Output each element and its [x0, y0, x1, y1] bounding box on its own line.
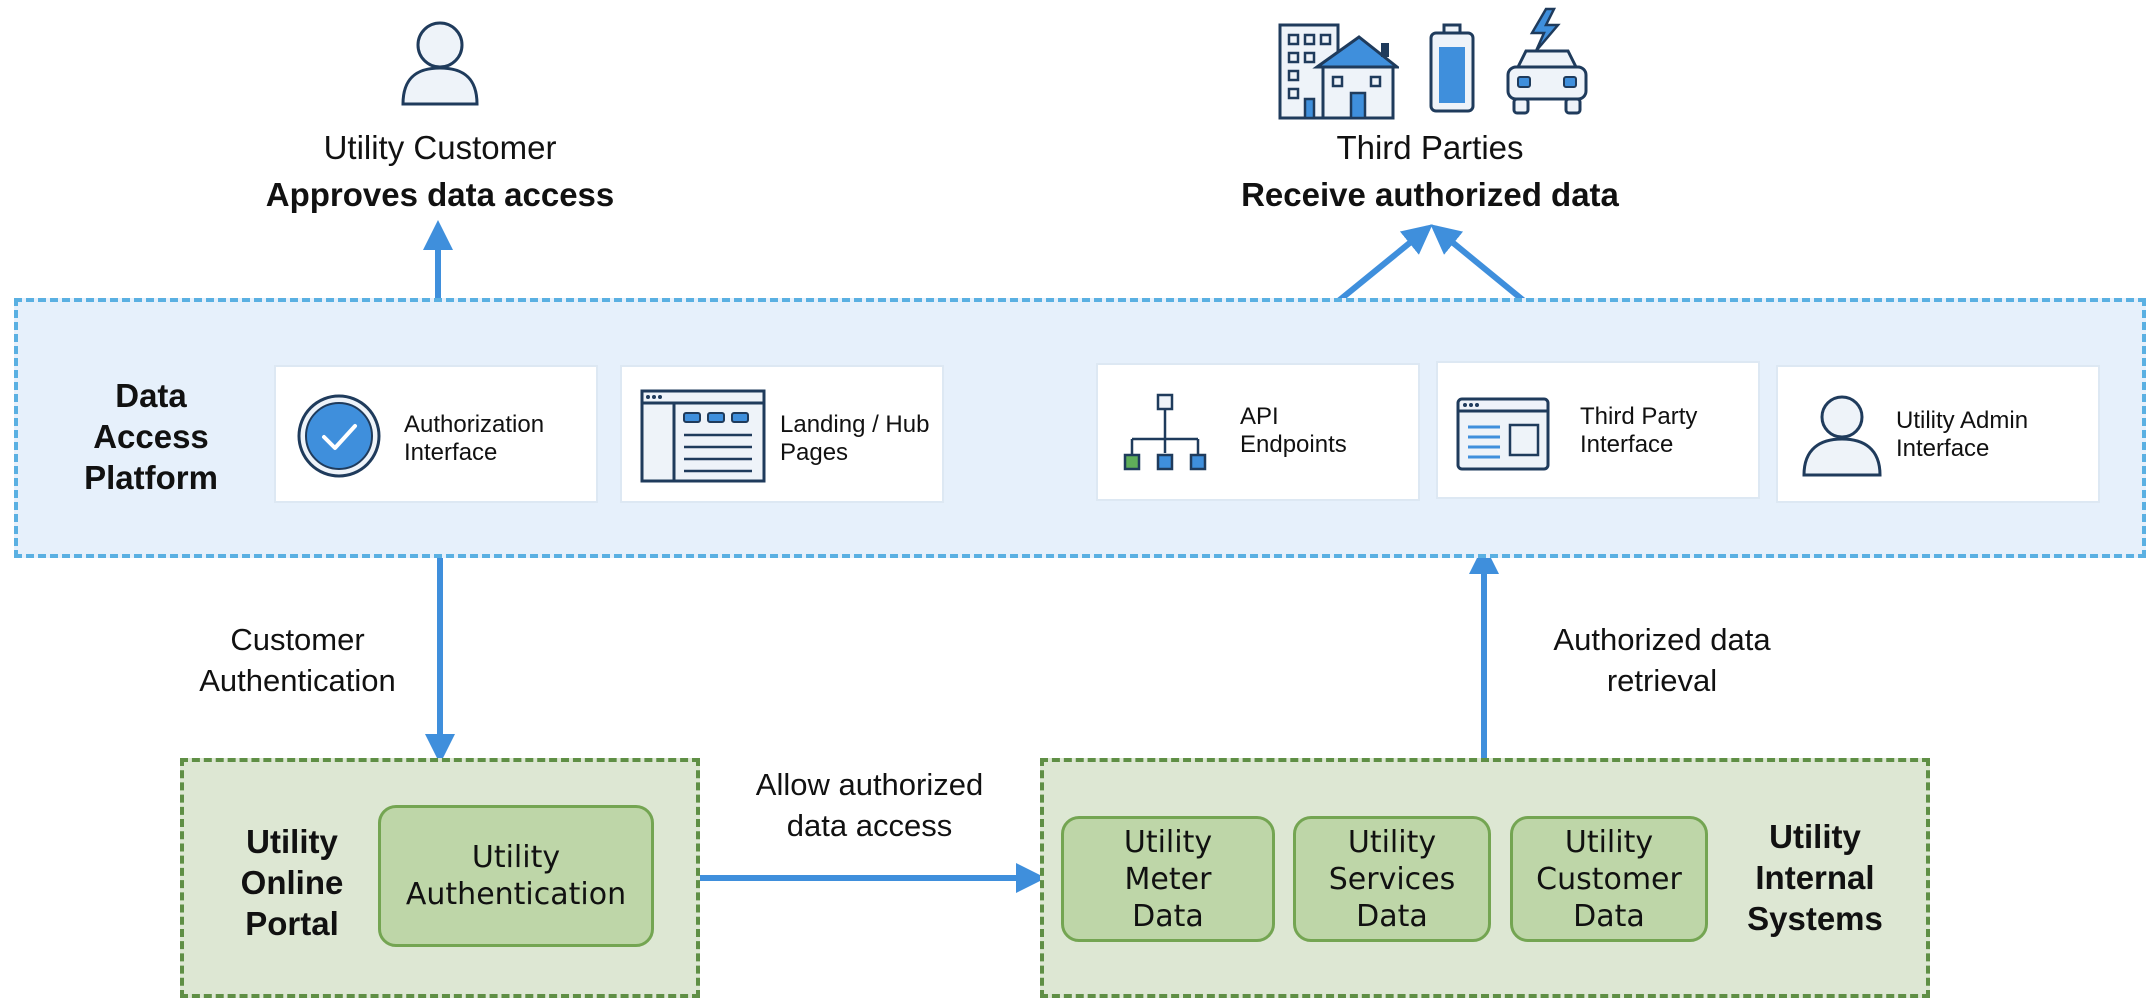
browser-window-icon	[1456, 397, 1550, 471]
battery-icon	[1429, 23, 1475, 113]
person-icon	[1802, 395, 1882, 477]
utility-services-data-box[interactable]: Utility Services Data	[1293, 816, 1491, 942]
authorization-interface-label: Authorization Interface	[404, 411, 545, 466]
person-icon	[401, 21, 479, 106]
landing-hub-pages-label: Landing / Hub Pages	[780, 411, 930, 466]
retrieval-label: Authorized data retrieval	[1553, 622, 1771, 698]
hierarchy-icon	[1123, 393, 1207, 471]
portal-label: Utility Online Portal	[240, 823, 344, 942]
third-parties-title: Third Parties	[1336, 129, 1524, 166]
api-endpoints-label: API Endpoints	[1240, 403, 1347, 458]
utility-authentication-box[interactable]: Utility Authentication	[378, 805, 654, 947]
utility-services-data-label: Utility Services Data	[1328, 824, 1456, 934]
buildings-icon	[1278, 23, 1399, 120]
third-parties-subtitle: Receive authorized data	[1241, 176, 1619, 213]
utility-customer-data-box[interactable]: Utility Customer Data	[1510, 816, 1708, 942]
internal-systems-label: Utility Internal Systems	[1747, 818, 1883, 937]
web-page-icon	[640, 389, 766, 483]
utility-authentication-label: Utility Authentication	[405, 840, 627, 912]
utility-meter-data-box[interactable]: Utility Meter Data	[1061, 816, 1275, 942]
api-endpoints-card[interactable]: API Endpoints	[1096, 363, 1420, 501]
electric-car-icon	[1506, 7, 1588, 115]
customer-title: Utility Customer	[323, 129, 557, 166]
utility-meter-data-label: Utility Meter Data	[1123, 824, 1213, 934]
customer-subtitle: Approves data access	[265, 176, 615, 213]
utility-admin-interface-label: Utility Admin Interface	[1896, 407, 2029, 462]
customer-authentication-label: Customer Authentication	[199, 622, 396, 698]
utility-admin-interface-card[interactable]: Utility Admin Interface	[1776, 365, 2100, 503]
authorization-interface-card[interactable]: Authorization Interface	[274, 365, 598, 503]
platform-label: Data Access Platform	[84, 377, 218, 496]
utility-customer-data-label: Utility Customer Data	[1536, 824, 1682, 934]
third-party-interface-card[interactable]: Third Party Interface	[1436, 361, 1760, 499]
checkmark-circle-icon	[297, 394, 381, 478]
landing-hub-pages-card[interactable]: Landing / Hub Pages	[620, 365, 944, 503]
third-party-interface-label: Third Party Interface	[1580, 403, 1698, 458]
allow-access-label: Allow authorized data access	[755, 767, 984, 843]
